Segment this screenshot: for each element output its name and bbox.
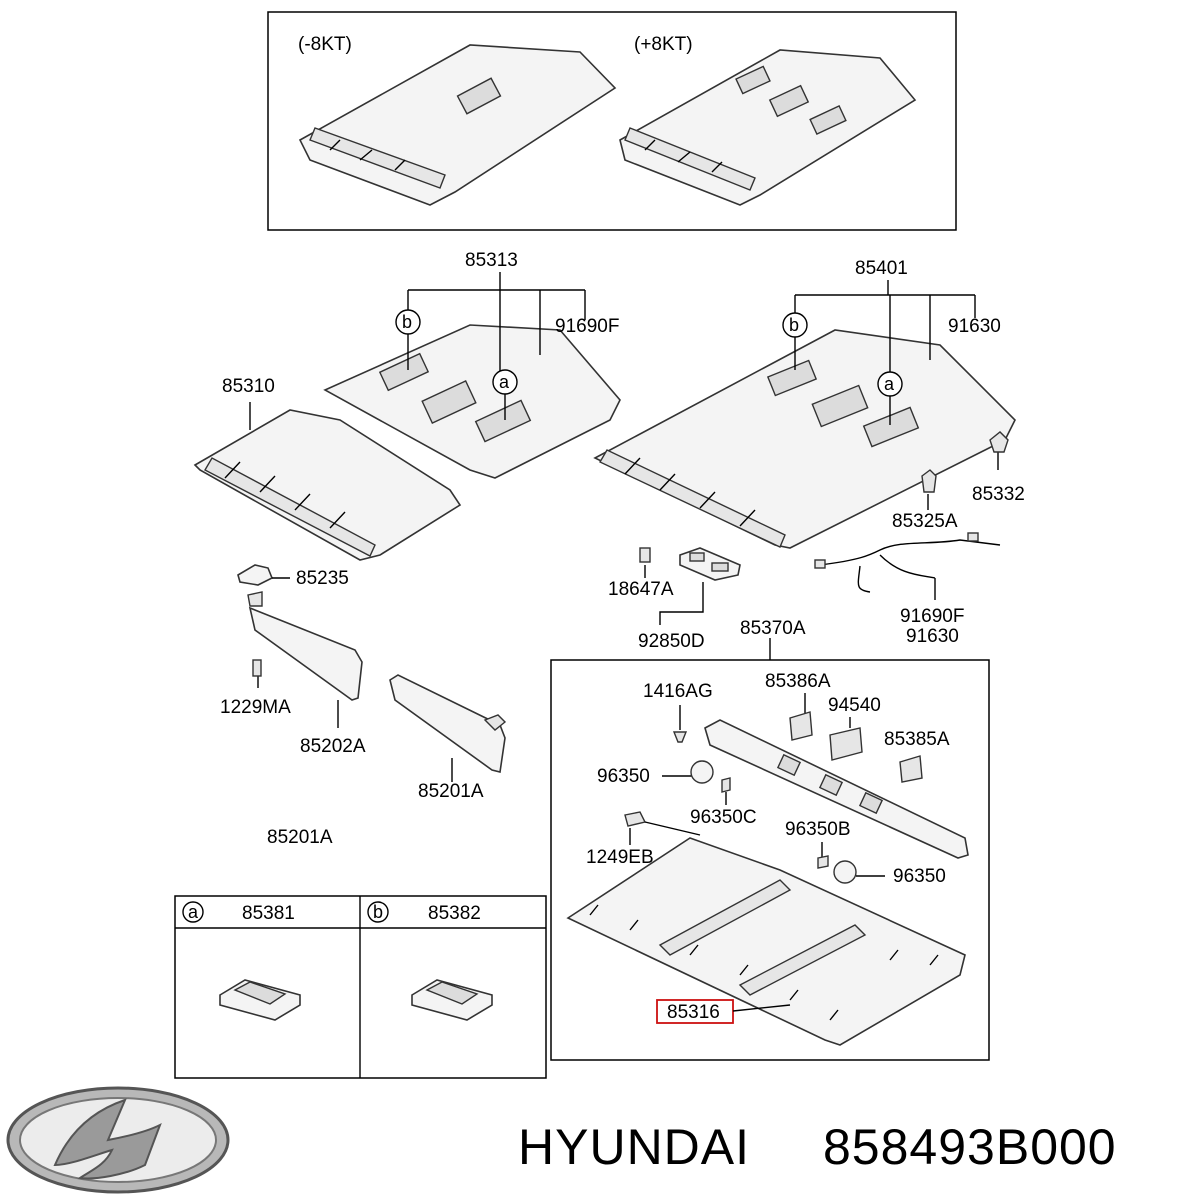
callout-b-right	[782, 312, 808, 338]
label-85385A: 85385A	[884, 729, 950, 750]
label-1229MA: 1229MA	[220, 697, 291, 718]
headliner-minus-8kt	[298, 44, 617, 206]
headliner-plus-8kt	[619, 49, 917, 206]
label-85235: 85235	[296, 568, 349, 589]
legend-a-part: 85381	[242, 903, 295, 924]
label-85316: 85316	[667, 1002, 720, 1023]
label-96350-a: 96350	[597, 766, 650, 787]
label-92850D: 92850D	[638, 631, 705, 652]
label-85325A: 85325A	[892, 511, 958, 532]
lamp-92850D: 18647A 92850D	[608, 547, 741, 652]
label-85401: 85401	[855, 258, 908, 279]
callout-a-left	[492, 369, 518, 395]
console-bar	[704, 719, 969, 859]
holder-85235: 85235	[237, 564, 349, 589]
label-18647A: 18647A	[608, 579, 674, 600]
variant-box: (-8KT) (+8KT)	[267, 11, 957, 231]
label-85310: 85310	[222, 376, 275, 397]
label-96350C: 96350C	[690, 807, 757, 828]
label-85313: 85313	[465, 250, 518, 271]
hyundai-logo-icon	[6, 1086, 230, 1194]
assembly-frame	[550, 659, 990, 1061]
label-91690F-bottom: 91690F	[900, 606, 964, 627]
variant-minus-label: (-8KT)	[298, 34, 352, 55]
label-94540: 94540	[828, 695, 881, 716]
assembly-85370A: 85370A 1416AG 85386A 94540 85385A 96350 …	[550, 618, 990, 1061]
legend-b-circle	[367, 901, 389, 923]
callout-b-left-letter: b	[402, 312, 412, 332]
lamp-85382	[411, 979, 493, 1021]
label-1249EB: 1249EB	[586, 847, 654, 868]
leader-lines-top	[249, 272, 999, 470]
clip-85332: 85332	[972, 431, 1025, 505]
label-85370A: 85370A	[740, 618, 806, 639]
headliner-85310	[193, 409, 462, 561]
headliner-85313	[323, 324, 621, 479]
legend-a-circle	[182, 901, 204, 923]
variant-frame	[267, 11, 957, 231]
callout-b-right-letter: b	[789, 315, 799, 335]
label-91630-bottom: 91630	[906, 626, 959, 647]
label-85201A-lone: 85201A	[267, 827, 333, 848]
callout-a-left-letter: a	[499, 372, 510, 392]
sunvisor-85202A: 1229MA 85202A	[220, 591, 366, 757]
highlight-85316[interactable]	[656, 999, 734, 1024]
label-91630-top: 91630	[948, 316, 1001, 337]
variant-plus-label: (+8KT)	[634, 34, 693, 55]
headliner-85316	[566, 837, 966, 1046]
label-85202A: 85202A	[300, 736, 366, 757]
callout-b-left	[395, 309, 421, 335]
sunvisor-85201A: 85201A	[389, 674, 507, 802]
label-96350-b: 96350	[893, 866, 946, 887]
callout-a-right	[877, 371, 903, 397]
clip-85325A: 85325A	[892, 469, 958, 532]
lamp-85381	[219, 979, 301, 1021]
headliner-85401	[593, 329, 1016, 549]
legend-a-letter: a	[188, 902, 199, 922]
label-1416AG: 1416AG	[643, 681, 713, 702]
label-85332: 85332	[972, 484, 1025, 505]
legend-b-part: 85382	[428, 903, 481, 924]
part-number: 858493B000	[823, 1119, 1117, 1175]
label-96350B: 96350B	[785, 819, 851, 840]
legend-table: a 85381 b 85382	[174, 895, 547, 1079]
brand-name: HYUNDAI	[518, 1119, 750, 1175]
wiring-harness: 91690F 91630	[814, 532, 1001, 647]
callout-a-right-letter: a	[884, 374, 895, 394]
label-85201A-visor: 85201A	[418, 781, 484, 802]
legend-b-letter: b	[373, 902, 383, 922]
label-91690F-top: 91690F	[555, 316, 619, 337]
label-85386A: 85386A	[765, 671, 831, 692]
